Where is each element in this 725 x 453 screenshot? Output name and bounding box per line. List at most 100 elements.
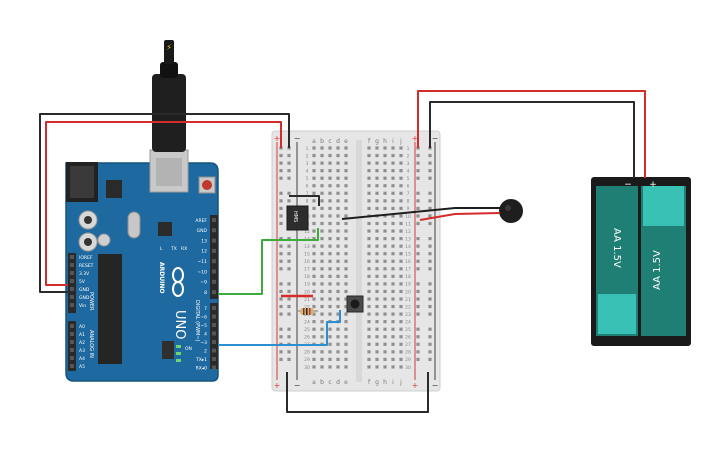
breadboard-hole[interactable] bbox=[336, 206, 340, 210]
breadboard-hole[interactable] bbox=[336, 357, 340, 361]
header-pin[interactable] bbox=[70, 356, 74, 360]
breadboard-hole[interactable] bbox=[383, 312, 387, 316]
breadboard-hole[interactable] bbox=[312, 191, 316, 195]
breadboard-hole[interactable] bbox=[391, 312, 395, 316]
header-pin[interactable] bbox=[70, 271, 74, 275]
arduino-uno-board[interactable]: ⚡ ON L TX RX ARDUINO U bbox=[65, 40, 219, 382]
breadboard-hole[interactable] bbox=[344, 214, 348, 218]
breadboard-hole[interactable] bbox=[344, 169, 348, 173]
header-pin[interactable] bbox=[70, 348, 74, 352]
rail-hole[interactable] bbox=[287, 244, 291, 248]
breadboard-hole[interactable] bbox=[391, 199, 395, 203]
rail-hole[interactable] bbox=[416, 304, 420, 309]
breadboard-holes[interactable] bbox=[279, 146, 432, 369]
breadboard-hole[interactable] bbox=[383, 267, 387, 271]
rail-hole[interactable] bbox=[416, 244, 420, 248]
rail-hole[interactable] bbox=[279, 214, 283, 218]
header-pin[interactable] bbox=[70, 263, 74, 267]
rail-hole[interactable] bbox=[428, 297, 432, 301]
breadboard-hole[interactable] bbox=[367, 252, 371, 256]
breadboard-hole[interactable] bbox=[383, 274, 387, 278]
rail-hole[interactable] bbox=[428, 244, 432, 248]
breadboard-hole[interactable] bbox=[383, 335, 387, 339]
rail-hole[interactable] bbox=[287, 252, 291, 256]
header-pin[interactable] bbox=[212, 348, 216, 353]
rail-hole[interactable] bbox=[416, 259, 420, 263]
rail-hole[interactable] bbox=[416, 214, 420, 218]
breadboard-hole[interactable] bbox=[367, 184, 371, 188]
rail-hole[interactable] bbox=[279, 244, 283, 248]
breadboard-hole[interactable] bbox=[367, 199, 371, 203]
breadboard-hole[interactable] bbox=[391, 252, 395, 256]
header-pin[interactable] bbox=[70, 287, 74, 291]
breadboard-hole[interactable] bbox=[336, 244, 340, 248]
breadboard-hole[interactable] bbox=[336, 161, 340, 165]
resistor[interactable] bbox=[296, 308, 318, 315]
breadboard-hole[interactable] bbox=[383, 320, 387, 324]
breadboard-hole[interactable] bbox=[383, 297, 387, 301]
breadboard-hole[interactable] bbox=[336, 289, 340, 294]
breadboard-hole[interactable] bbox=[344, 274, 348, 278]
breadboard-hole[interactable] bbox=[320, 184, 324, 188]
breadboard-hole[interactable] bbox=[375, 335, 379, 339]
wire-red-battery[interactable] bbox=[417, 90, 646, 178]
breadboard-hole[interactable] bbox=[336, 267, 340, 271]
breadboard-hole[interactable] bbox=[336, 350, 340, 354]
rail-hole[interactable] bbox=[287, 259, 291, 263]
breadboard-hole[interactable] bbox=[391, 320, 395, 324]
breadboard-hole[interactable] bbox=[328, 365, 332, 369]
breadboard-hole[interactable] bbox=[320, 161, 324, 165]
breadboard-hole[interactable] bbox=[328, 327, 332, 331]
breadboard-hole[interactable] bbox=[312, 244, 316, 248]
breadboard-hole[interactable] bbox=[383, 327, 387, 331]
reset-button-cap[interactable] bbox=[202, 180, 212, 190]
breadboard-hole[interactable] bbox=[375, 342, 379, 346]
breadboard-hole[interactable] bbox=[320, 244, 324, 248]
wires[interactable] bbox=[39, 90, 646, 413]
breadboard-hole[interactable] bbox=[344, 252, 348, 256]
breadboard-hole[interactable] bbox=[375, 274, 379, 278]
breadboard-hole[interactable] bbox=[312, 274, 316, 278]
breadboard-hole[interactable] bbox=[336, 342, 340, 346]
breadboard-hole[interactable] bbox=[399, 289, 403, 294]
breadboard-hole[interactable] bbox=[375, 304, 379, 309]
header-pin[interactable] bbox=[70, 255, 74, 259]
breadboard-hole[interactable] bbox=[336, 335, 340, 339]
wire-black-sensor[interactable] bbox=[289, 195, 320, 206]
breadboard-hole[interactable] bbox=[312, 327, 316, 331]
rail-hole[interactable] bbox=[279, 221, 283, 226]
breadboard-hole[interactable] bbox=[375, 153, 379, 158]
breadboard-hole[interactable] bbox=[399, 297, 403, 301]
breadboard-hole[interactable] bbox=[320, 297, 324, 301]
rail-hole[interactable] bbox=[428, 237, 432, 241]
breadboard-hole[interactable] bbox=[320, 146, 324, 150]
breadboard-hole[interactable] bbox=[328, 169, 332, 173]
breadboard-hole[interactable] bbox=[367, 237, 371, 241]
breadboard-hole[interactable] bbox=[375, 176, 379, 180]
breadboard-hole[interactable] bbox=[328, 161, 332, 165]
rail-hole[interactable] bbox=[416, 237, 420, 241]
rail-hole[interactable] bbox=[416, 252, 420, 256]
breadboard-hole[interactable] bbox=[328, 237, 332, 241]
rail-hole[interactable] bbox=[279, 191, 283, 195]
breadboard-hole[interactable] bbox=[367, 267, 371, 271]
breadboard-hole[interactable] bbox=[399, 176, 403, 180]
breadboard-hole[interactable] bbox=[375, 237, 379, 241]
breadboard-hole[interactable] bbox=[312, 259, 316, 263]
breadboard-hole[interactable] bbox=[367, 312, 371, 316]
rail-hole[interactable] bbox=[279, 259, 283, 263]
breadboard-hole[interactable] bbox=[367, 259, 371, 263]
breadboard-hole[interactable] bbox=[320, 229, 324, 233]
rail-hole[interactable] bbox=[287, 304, 291, 309]
breadboard-hole[interactable] bbox=[328, 267, 332, 271]
rail-hole[interactable] bbox=[416, 161, 420, 165]
breadboard-hole[interactable] bbox=[391, 304, 395, 309]
breadboard-hole[interactable] bbox=[391, 335, 395, 339]
breadboard-hole[interactable] bbox=[399, 229, 403, 233]
rail-hole[interactable] bbox=[279, 153, 283, 158]
breadboard-hole[interactable] bbox=[336, 237, 340, 241]
rail-hole[interactable] bbox=[279, 176, 283, 180]
breadboard-hole[interactable] bbox=[344, 184, 348, 188]
breadboard-hole[interactable] bbox=[336, 365, 340, 369]
breadboard-hole[interactable] bbox=[399, 274, 403, 278]
